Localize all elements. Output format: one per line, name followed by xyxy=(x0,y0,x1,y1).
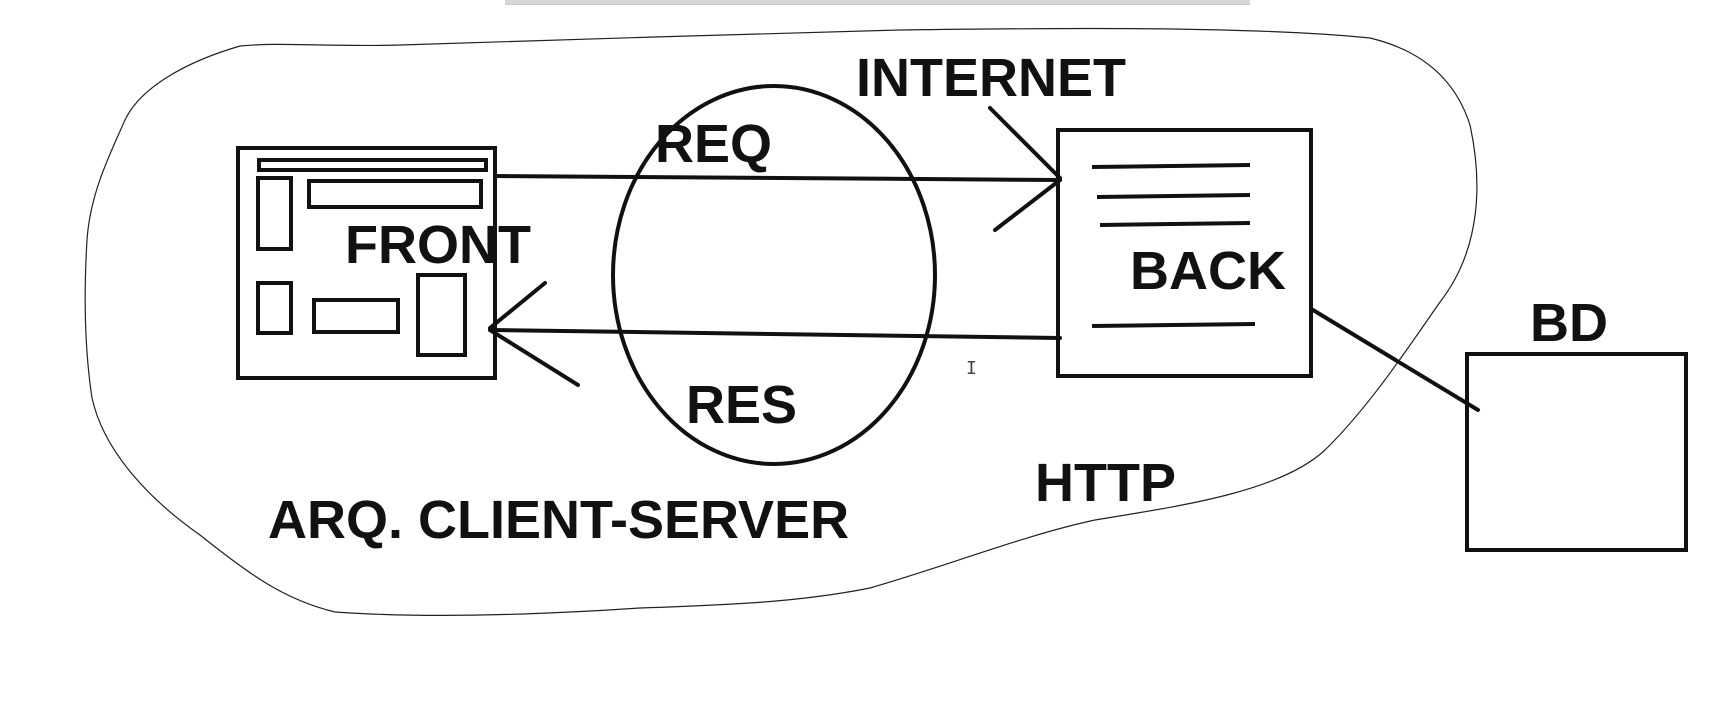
back-box xyxy=(1056,128,1313,378)
front-tall-block xyxy=(416,273,467,357)
front-frame xyxy=(236,146,497,380)
back-frame xyxy=(1056,128,1313,378)
front-box xyxy=(236,146,497,380)
request-arrow xyxy=(493,106,1062,232)
cloud-outline xyxy=(84,27,1478,617)
label-res: RES xyxy=(686,375,797,435)
front-content-block xyxy=(312,298,400,334)
front-sidebar-block xyxy=(256,176,293,251)
label-back: BACK xyxy=(1130,241,1286,301)
network-ellipse xyxy=(611,84,937,466)
window-top-edge xyxy=(505,0,1250,5)
front-address-bar xyxy=(257,158,488,172)
front-header-block xyxy=(307,179,483,209)
database-box xyxy=(1465,352,1688,552)
label-internet: INTERNET xyxy=(856,48,1126,108)
label-front: FRONT xyxy=(345,215,531,275)
response-arrow xyxy=(488,281,1062,387)
front-small-square xyxy=(256,281,293,335)
label-http: HTTP xyxy=(1035,453,1176,513)
label-bd: BD xyxy=(1530,293,1608,353)
label-architecture: ARQ. CLIENT-SERVER xyxy=(268,490,849,550)
label-req: REQ xyxy=(655,114,772,174)
text-cursor-icon: I xyxy=(966,358,977,379)
database-connector xyxy=(1311,308,1480,412)
